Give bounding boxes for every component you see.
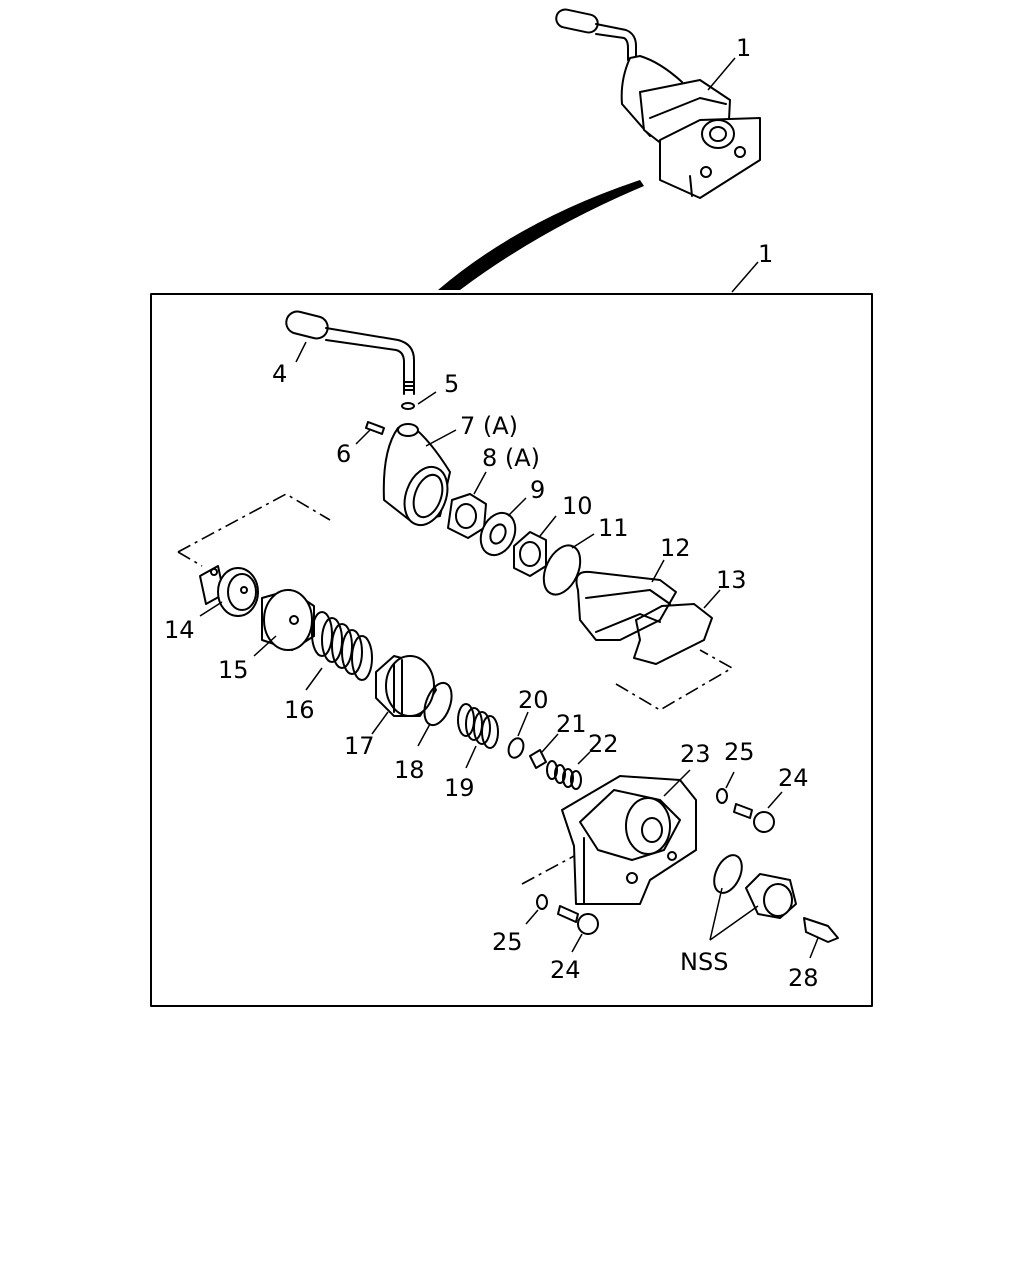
alignment-line-right: [615, 649, 734, 711]
callout-16: 16: [284, 696, 315, 724]
callout-11: 11: [598, 514, 629, 542]
part-7-arm: [382, 423, 451, 527]
part-23-housing: [561, 775, 697, 905]
callout-nss: NSS: [680, 948, 728, 976]
callout-10: 10: [562, 492, 593, 520]
detail-frame: [150, 293, 873, 1007]
part-25-washer-upper: [716, 788, 728, 804]
part-21-pin: [529, 749, 547, 769]
part-13-gasket: [633, 603, 713, 665]
part-28-plug: [803, 917, 839, 943]
part-6-pin: [365, 421, 385, 435]
nss-fitting: [745, 873, 797, 919]
callout-20: 20: [518, 686, 549, 714]
part-12-boot: [575, 570, 677, 641]
connector-arrow: [438, 180, 644, 290]
part-9-washer: [479, 511, 517, 557]
callout-5: 5: [444, 370, 459, 398]
callout-22: 22: [588, 730, 619, 758]
callout-6: 6: [336, 440, 351, 468]
callout-1-top: 1: [736, 34, 751, 62]
assembly-overview: 1: [555, 8, 761, 199]
part-14-fitting: [199, 565, 259, 617]
part-19-spring: [457, 703, 499, 749]
callout-25-lower: 25: [492, 928, 523, 956]
callout-17: 17: [344, 732, 375, 760]
callout-15: 15: [218, 656, 249, 684]
part-8-ring-nut: [447, 493, 487, 539]
callout-1-box: 1: [758, 240, 773, 268]
callout-28: 28: [788, 964, 819, 992]
callout-13: 13: [716, 566, 747, 594]
part-24-bolt-lower: [557, 905, 599, 935]
part-4-lever: [285, 310, 415, 395]
part-22-spring: [546, 760, 582, 790]
callout-21: 21: [556, 710, 587, 738]
callout-14: 14: [164, 616, 195, 644]
callout-23: 23: [680, 740, 711, 768]
callout-25-upper: 25: [724, 738, 755, 766]
part-16-spring: [311, 611, 373, 681]
alignment-line-upper-drop: [177, 551, 203, 567]
callout-9: 9: [530, 476, 545, 504]
part-20-washer: [507, 737, 525, 759]
part-25-washer-lower: [536, 894, 548, 910]
part-10-nut: [513, 531, 547, 577]
part-5-washer: [401, 402, 415, 410]
callout-24-lower: 24: [550, 956, 581, 984]
part-24-bolt-upper: [733, 803, 775, 833]
callout-18: 18: [394, 756, 425, 784]
part-15-piston: [261, 589, 315, 651]
callout-12: 12: [660, 534, 691, 562]
callout-4: 4: [272, 360, 287, 388]
callout-24-upper: 24: [778, 764, 809, 792]
part-17-cylinder: [375, 655, 437, 717]
nss-o-ring: [713, 854, 743, 894]
callout-19: 19: [444, 774, 475, 802]
callout-7: 7 (A): [460, 412, 518, 440]
callout-8: 8 (A): [482, 444, 540, 472]
alignment-line-upper: [177, 493, 331, 553]
